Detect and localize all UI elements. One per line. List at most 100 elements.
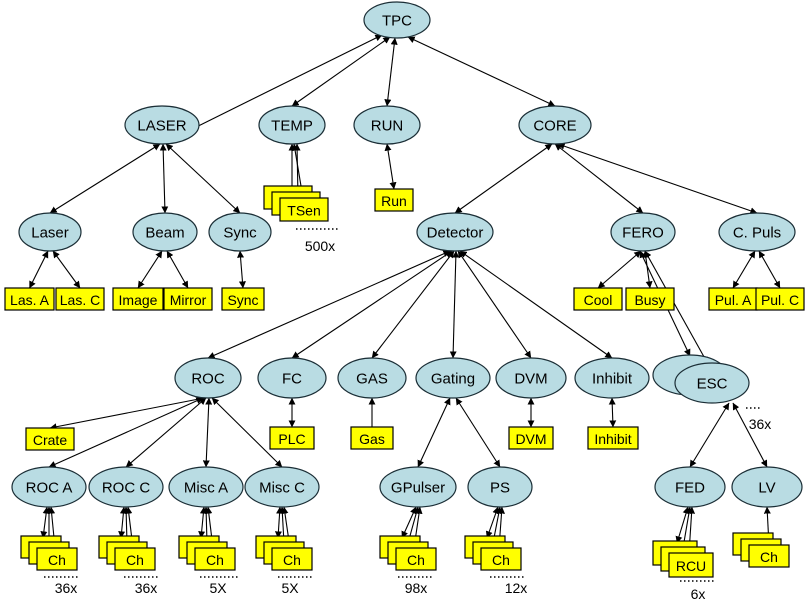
node-label-tpc: TPC [382,13,412,30]
box-label-sync: Sync [227,292,258,308]
box-ch_gpulser [395,547,437,571]
box-label-ch_misca: Ch [206,552,224,568]
node-fero [610,212,676,252]
node-label-gas: GAS [356,371,388,388]
node-fc [257,357,327,399]
box-cool [573,287,623,311]
box-busy [625,287,675,311]
edge-detector-gating [449,250,460,359]
node-label-core: CORE [533,118,576,135]
edge-cpuls-core [557,142,758,215]
box-label-lasc: Las. C [60,292,100,308]
node-gas [337,357,407,399]
node-label-fed: FED [675,480,705,497]
edge-laser-child [49,143,161,214]
node-label-gpulser: GPulser [391,480,445,497]
node-label-gating: Gating [431,371,475,388]
edge-roc-miscc [211,397,283,468]
edge-beam-image [137,250,163,289]
edge-beam-laser [159,143,169,214]
edge-fero-core [554,143,644,214]
edge-esc-fed [689,402,730,468]
edge-roca-stack-1 [40,506,50,539]
box-label-pulc: Pul. C [761,292,799,308]
box-ch_misca [194,547,236,571]
node-rocc [88,466,164,508]
box-label-cool: Cool [584,292,613,308]
edge-detector-gas [371,250,455,359]
box-run [374,188,414,212]
edge-detector-inhibit [459,250,613,359]
node-label-inhibit: Inhibit [592,371,633,388]
box-label-ch_gpulser: Ch [407,552,425,568]
box-label-pula: Pul. A [715,292,752,308]
node-dvm [495,357,567,399]
edge-laser-lasc [52,250,81,289]
box-label-inhibit: Inhibit [594,431,631,447]
multiplier-tsen: 500x [305,238,335,254]
node-core [518,105,592,145]
edge-run-box [384,143,397,190]
edge-core-tpc [407,36,556,107]
node-label-laser: LASER [137,118,186,135]
node-label-esc: ESC [697,376,728,393]
node-label-fero: FERO [622,225,664,242]
box-ch_ps [480,547,522,571]
edge-cpuls-pula [732,250,756,289]
multiplier-esc: 36x [749,416,772,432]
node-temp [258,105,326,145]
multiplier-rocc: 36x [135,580,158,596]
node-label-run: RUN [371,118,404,135]
node-esc [674,362,750,404]
node-label-beam: Beam [145,225,184,242]
node-label-roc: ROC [191,371,225,388]
box-label-busy: Busy [634,292,665,308]
edge-laser-lasa [29,250,49,289]
box-label-crate: Crate [33,432,67,448]
edge-gating-ps [455,397,501,468]
box-lasa [4,287,55,311]
edge-inhibit-box [608,397,617,428]
box-label-image: Image [119,292,158,308]
box-ch_lv [748,544,790,568]
node-miscc [244,466,320,508]
node-label-miscc: Misc C [259,480,305,497]
box-label-tsen: TSen [287,203,320,219]
node-roca [11,466,87,508]
node-label-laser_child: Laser [31,225,69,242]
node-tpc [363,1,431,39]
edge-fero-cool [597,250,642,289]
node-cpuls [718,212,796,252]
node-fed [654,466,726,508]
box-gas [350,426,394,450]
edge-ps-stack-1 [485,506,500,539]
box-label-ch_roca: Ch [48,552,66,568]
box-tsen [279,197,329,222]
edge-sync-laser [165,143,241,214]
edge-roc-crate [49,395,205,431]
edge-cpuls-pulc [758,250,781,289]
node-beam [132,212,198,252]
edge-detector-fc [291,250,453,359]
box-label-dvm: DVM [515,431,546,447]
box-inhibit [587,426,639,450]
node-detector [416,212,494,252]
edge-misca-stack-1 [198,506,207,539]
node-label-fc: FC [282,371,302,388]
box-rcu [668,552,714,578]
multiplier-rcu: 6x [691,586,706,602]
edge-miscc-stack-1 [274,506,284,539]
node-sync [208,212,272,252]
box-crate [25,427,75,451]
node-laser_child [18,212,82,252]
multiplier-ps: 12x [505,580,528,596]
edge-run-tpc [384,37,398,107]
box-label-ch_ps: Ch [492,552,510,568]
box-label-rcu: RCU [676,558,706,574]
edge-beam-mirror [166,250,189,289]
node-roc [174,357,242,399]
box-image [112,287,164,311]
node-label-lv: LV [758,480,775,497]
